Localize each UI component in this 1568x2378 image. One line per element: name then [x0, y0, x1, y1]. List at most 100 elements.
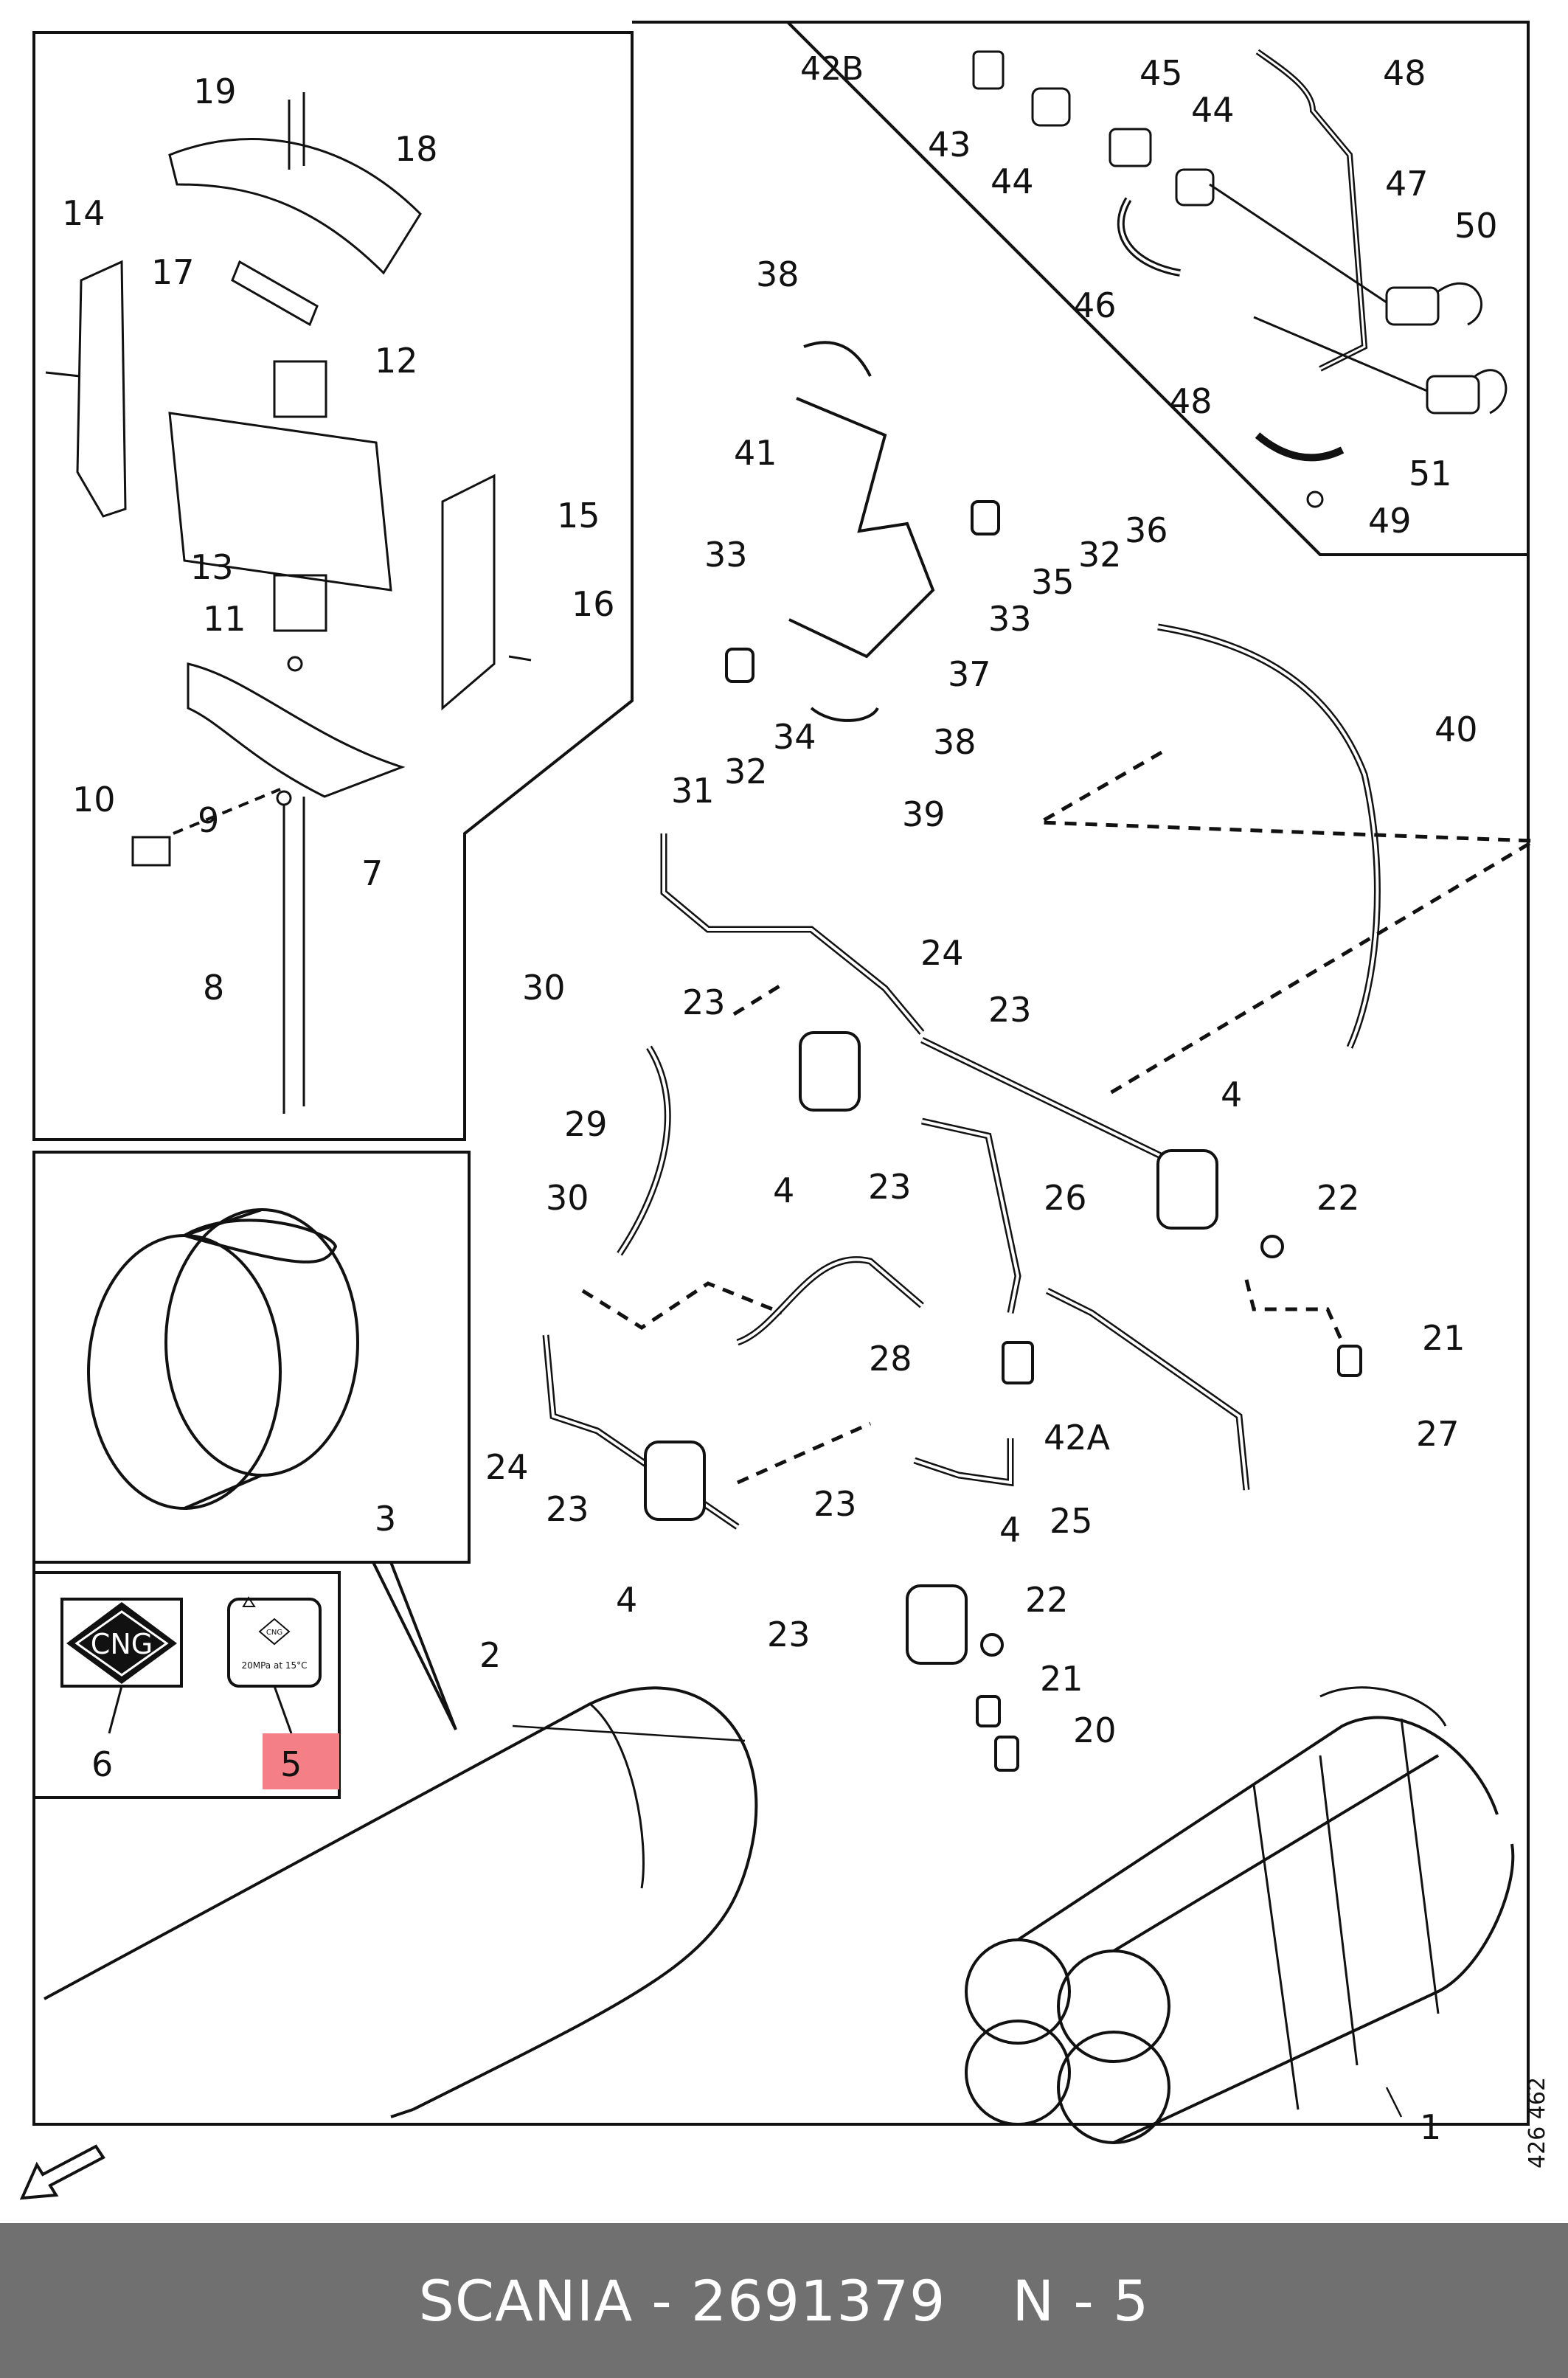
hose-29 — [617, 1045, 671, 1256]
cng-small-diamond-icon — [258, 1618, 291, 1646]
tee-42a — [1002, 1341, 1034, 1384]
callout-38b: 38 — [933, 722, 976, 762]
callout-32a: 32 — [724, 752, 768, 791]
callout-10: 10 — [72, 780, 116, 819]
callout-23a: 23 — [682, 982, 726, 1022]
plate-15 — [441, 474, 496, 711]
cng-label-frame — [227, 1598, 322, 1688]
callout-22b: 22 — [1025, 1580, 1069, 1620]
callout-19: 19 — [193, 72, 237, 111]
fitting-35 — [971, 500, 1000, 535]
callout-12: 12 — [375, 341, 418, 381]
callout-15: 15 — [557, 496, 600, 535]
callout-18: 18 — [395, 129, 438, 169]
plug-22a — [1260, 1235, 1284, 1258]
pipe-28 — [736, 1256, 924, 1346]
nut-11 — [287, 656, 303, 672]
mounting-contents — [45, 92, 532, 1114]
nut-44b — [1175, 168, 1215, 207]
callout-48a: 48 — [1383, 53, 1426, 93]
fitting-20 — [994, 1736, 1019, 1772]
adapter-21b — [976, 1695, 1001, 1727]
nut-49 — [1306, 490, 1324, 508]
callout-25: 25 — [1050, 1501, 1093, 1541]
nut-44a — [1031, 87, 1071, 127]
callout-26: 26 — [1044, 1178, 1087, 1218]
callout-20: 20 — [1073, 1710, 1117, 1750]
callout-33b: 33 — [988, 599, 1032, 639]
footer-brand-part: SCANIA - 2691379 — [418, 2267, 946, 2334]
callout-47: 47 — [1385, 164, 1429, 204]
valves — [644, 1031, 1362, 1772]
coupling-51 — [1426, 375, 1480, 415]
callout-21a: 21 — [1422, 1318, 1465, 1358]
callout-43: 43 — [928, 125, 971, 164]
fitting-43 — [972, 50, 1005, 90]
callout-44a: 44 — [991, 162, 1034, 201]
callout-1: 1 — [1420, 2107, 1441, 2147]
callout-27: 27 — [1416, 1414, 1460, 1454]
dashed-lines — [581, 750, 1541, 1485]
callout-37: 37 — [948, 654, 991, 694]
direction-arrow-icon — [19, 2144, 105, 2200]
valve-4d — [906, 1584, 968, 1665]
callout-32b: 32 — [1078, 535, 1122, 575]
cap-50 — [1437, 282, 1482, 326]
callout-23b: 23 — [988, 990, 1032, 1030]
callout-9: 9 — [198, 800, 219, 840]
clip-12 — [273, 360, 327, 418]
callout-23c: 23 — [868, 1167, 912, 1207]
washer-9 — [276, 790, 292, 806]
callout-40: 40 — [1435, 710, 1478, 749]
adapter-21a — [1337, 1345, 1362, 1377]
callout-38a: 38 — [756, 254, 799, 294]
callout-2: 2 — [479, 1635, 501, 1675]
cap-51 — [1474, 369, 1508, 415]
callout-33a: 33 — [704, 535, 748, 575]
callout-6: 6 — [91, 1744, 113, 1784]
tee-45 — [1109, 128, 1152, 167]
cylinder-2 — [44, 1686, 758, 2118]
callout-5: 5 — [280, 1744, 302, 1784]
box-42b-contents — [972, 49, 1508, 508]
footer-position: N - 5 — [1012, 2267, 1150, 2334]
callout-34: 34 — [773, 717, 816, 757]
valve-4a — [799, 1031, 861, 1112]
bracket-18 — [168, 138, 422, 275]
callout-23e: 23 — [814, 1484, 857, 1524]
callout-21b: 21 — [1040, 1659, 1083, 1699]
callout-3: 3 — [375, 1499, 396, 1539]
frames — [32, 21, 1530, 2126]
harness-40 — [1157, 623, 1381, 1049]
label-items: CNG CNG 20MPa at 15°C — [60, 1596, 339, 1789]
callout-17: 17 — [151, 252, 195, 292]
support-bracket — [725, 341, 1000, 722]
valve-4c — [644, 1441, 706, 1521]
callout-28: 28 — [869, 1339, 912, 1379]
callout-14: 14 — [62, 193, 105, 233]
cng-label-small-text: CNG — [266, 1629, 282, 1637]
callout-50: 50 — [1454, 206, 1498, 246]
callout-4d: 4 — [999, 1510, 1021, 1550]
callout-29: 29 — [564, 1104, 608, 1144]
callout-30b: 30 — [546, 1178, 589, 1218]
callout-23d: 23 — [546, 1489, 589, 1529]
callout-48b: 48 — [1169, 381, 1213, 421]
callout-35: 35 — [1031, 562, 1075, 602]
valve-4b — [1156, 1149, 1218, 1230]
fitting-34 — [725, 648, 754, 683]
box-42b-label: 42B — [800, 50, 864, 88]
callout-24b: 24 — [485, 1447, 529, 1487]
callout-46: 46 — [1073, 285, 1117, 325]
mount-13 — [168, 412, 392, 592]
callout-22a: 22 — [1317, 1178, 1360, 1218]
callout-39: 39 — [902, 794, 946, 834]
cng-diamond-icon — [66, 1602, 177, 1684]
leader-lines — [512, 1724, 1403, 2118]
pipes-inner — [544, 625, 1379, 1528]
plate-14 — [76, 260, 127, 518]
pipe-46 — [1117, 197, 1181, 277]
pipe-27 — [1045, 1287, 1250, 1491]
callout-labels: 1 2 3 4 4 4 4 5 6 7 8 9 10 11 12 13 14 1… — [62, 50, 1498, 2147]
clip-10 — [131, 836, 171, 867]
